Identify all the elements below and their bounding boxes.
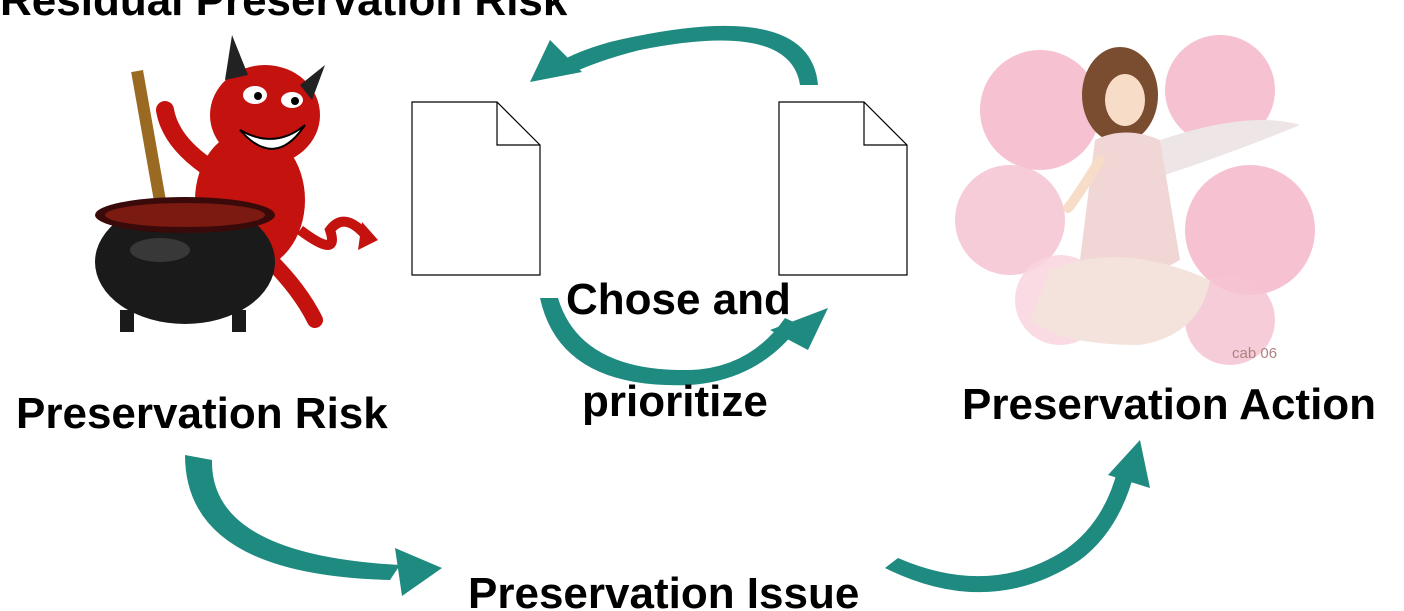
issue-to-action-arrow	[885, 440, 1150, 593]
top-curved-arrow	[530, 25, 818, 85]
center-label-line-1: Chose and	[566, 275, 791, 324]
risk-to-issue-arrow	[185, 455, 442, 596]
devil-cauldron-illustration	[95, 35, 378, 332]
node-label-preservation-issue: Preservation Issue	[468, 569, 860, 611]
center-label-line-2: prioritize	[582, 377, 768, 426]
slide-title-partial: Residual Preservation Risk	[0, 0, 568, 25]
fairy-flowers-illustration	[955, 35, 1315, 365]
node-label-preservation-risk: Preservation Risk	[16, 389, 388, 438]
document-icon	[778, 101, 908, 276]
center-curved-arrow	[540, 298, 828, 386]
document-icon	[411, 101, 541, 276]
node-label-preservation-action: Preservation Action	[962, 380, 1377, 429]
fairy-signature: cab 06	[1232, 345, 1278, 362]
